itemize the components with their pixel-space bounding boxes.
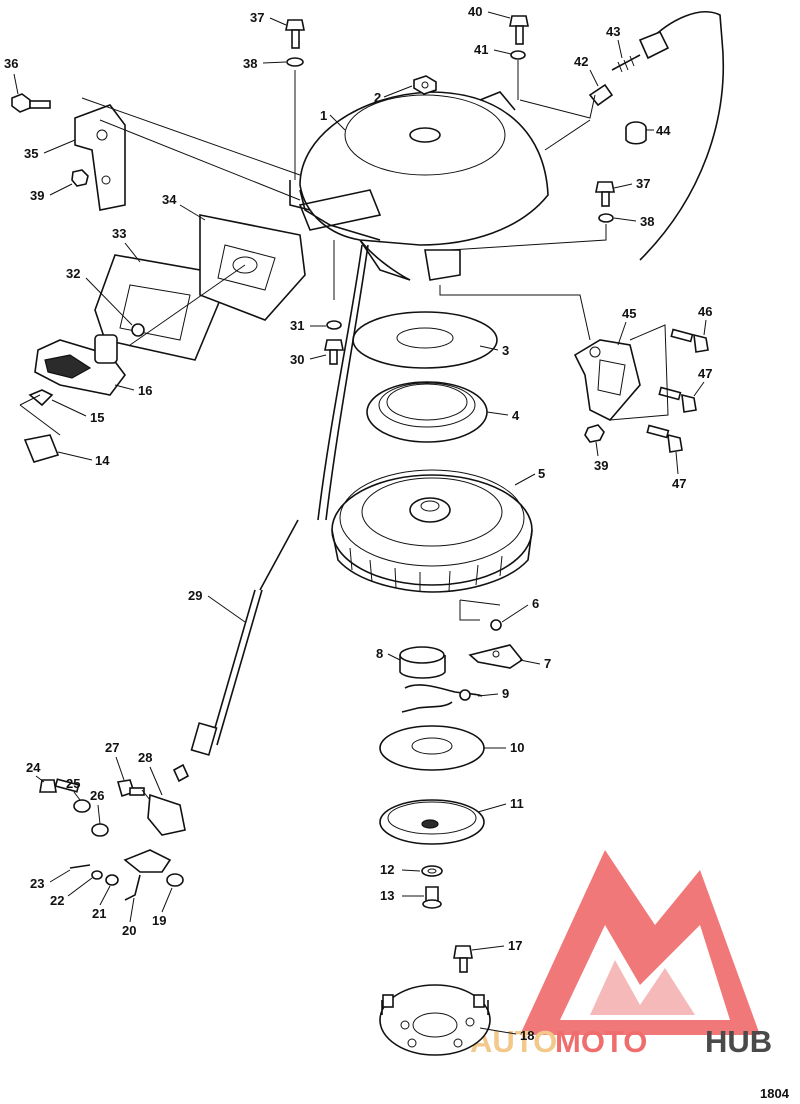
- pawl-spring: [459, 600, 502, 631]
- screw-retainer: [422, 886, 442, 909]
- assembly-lines: [19, 60, 669, 801]
- callout-41: 41: [474, 42, 488, 57]
- figure-number: 1804: [760, 1086, 790, 1101]
- bolts-top: [285, 15, 615, 223]
- callout-47-lower: 47: [672, 476, 686, 491]
- callout-27: 27: [105, 740, 119, 755]
- parts-drawing: [11, 11, 725, 1056]
- callout-38-top: 38: [243, 56, 257, 71]
- callout-1: 1: [320, 108, 327, 123]
- link-wire: [401, 684, 483, 713]
- callout-30: 30: [290, 352, 304, 367]
- callout-28: 28: [138, 750, 152, 765]
- callout-43: 43: [606, 24, 620, 39]
- starter-housing: [289, 91, 549, 281]
- callout-11: 11: [510, 796, 524, 811]
- callout-14: 14: [95, 453, 110, 468]
- callout-38-right: 38: [640, 214, 654, 229]
- callout-5: 5: [538, 466, 545, 481]
- callout-40: 40: [468, 4, 482, 19]
- callout-39-right: 39: [594, 458, 608, 473]
- starter-cup: [379, 984, 491, 1056]
- callout-18: 18: [520, 1028, 534, 1043]
- callout-6: 6: [532, 596, 539, 611]
- callout-22: 22: [50, 893, 64, 908]
- callout-32: 32: [66, 266, 80, 281]
- callout-45: 45: [622, 306, 636, 321]
- watermark-logo: AUTO MOTO HUB: [470, 850, 772, 1059]
- bolt-starter-cup: [453, 945, 473, 973]
- watermark-text-hub: HUB: [705, 1024, 772, 1059]
- callout-16: 16: [138, 383, 152, 398]
- lockout-bracket: [573, 328, 709, 453]
- callout-3: 3: [502, 343, 509, 358]
- retainer-plate: [379, 799, 485, 845]
- lockout-cable: [190, 519, 299, 756]
- callout-31: 31: [290, 318, 304, 333]
- callout-37-top: 37: [250, 10, 264, 25]
- callout-25: 25: [66, 776, 80, 791]
- washer-large: [352, 311, 498, 369]
- callout-21: 21: [92, 906, 106, 921]
- rope-pulley: [331, 469, 533, 593]
- choke-cable: [588, 11, 725, 261]
- callout-33: 33: [112, 226, 126, 241]
- starter-rope: [317, 244, 369, 521]
- callout-36: 36: [4, 56, 18, 71]
- spring-housing: [366, 381, 488, 443]
- watermark-text-moto: MOTO: [555, 1024, 647, 1059]
- callout-10: 10: [510, 740, 524, 755]
- callout-42: 42: [574, 54, 588, 69]
- pawl: [468, 644, 524, 669]
- washer-small: [421, 865, 443, 877]
- callout-29: 29: [188, 588, 202, 603]
- bushing: [399, 646, 446, 679]
- callout-9: 9: [502, 686, 509, 701]
- watermark-triangle-core: [590, 960, 695, 1015]
- callout-2: 2: [374, 90, 381, 105]
- callout-37-right: 37: [636, 176, 650, 191]
- callout-13: 13: [380, 888, 394, 903]
- callout-12: 12: [380, 862, 394, 877]
- callout-labels: 1 2 3 4 5 6 7 8 9 10 11 12 13 14 15 16 1…: [4, 4, 712, 1043]
- callout-44: 44: [656, 123, 671, 138]
- callout-24: 24: [26, 760, 41, 775]
- callout-4: 4: [512, 408, 520, 423]
- callout-8: 8: [376, 646, 383, 661]
- callout-39-left: 39: [30, 188, 44, 203]
- washer-friction: [379, 725, 485, 771]
- callout-23: 23: [30, 876, 44, 891]
- callout-35: 35: [24, 146, 38, 161]
- callout-19: 19: [152, 913, 166, 928]
- callout-47-upper: 47: [698, 366, 712, 381]
- bolt-washer-left: [324, 320, 344, 365]
- callout-15: 15: [90, 410, 104, 425]
- callout-17: 17: [508, 938, 522, 953]
- lockout-lever-assembly: [39, 763, 190, 901]
- callout-7: 7: [544, 656, 551, 671]
- callout-20: 20: [122, 923, 136, 938]
- rope-handle-assembly: [23, 214, 306, 463]
- callout-46: 46: [698, 304, 712, 319]
- callout-34: 34: [162, 192, 177, 207]
- nut: [413, 75, 437, 95]
- callout-26: 26: [90, 788, 104, 803]
